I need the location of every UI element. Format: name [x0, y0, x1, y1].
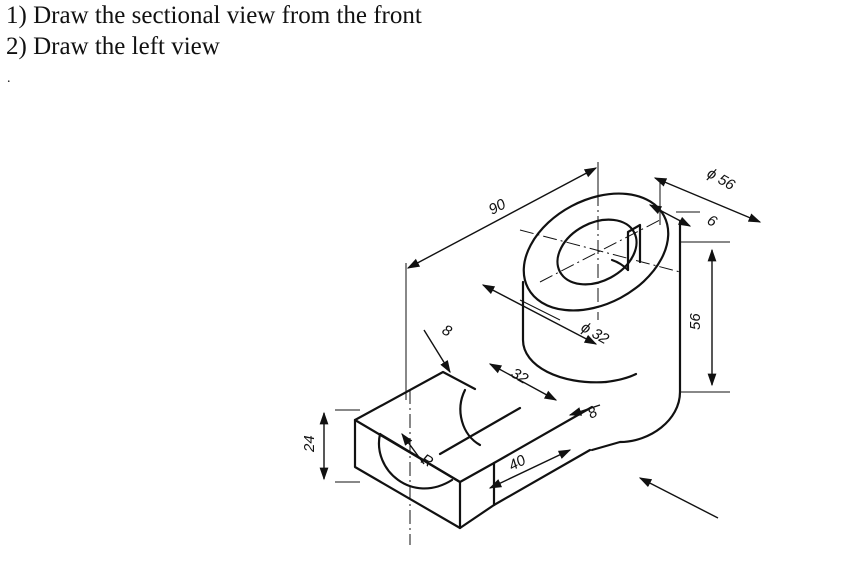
stray-mark: .: [7, 71, 11, 86]
dim-r-label: R: [418, 451, 436, 471]
groove-top-edge: [438, 406, 522, 456]
dim-8a-label: 8: [439, 322, 455, 341]
instruction-1: 1) Draw the sectional view from the fron…: [6, 2, 422, 29]
instruction-2: 2) Draw the left view: [6, 33, 220, 60]
dim-32-dia-line: [481, 284, 598, 345]
cylinder-bore: [556, 218, 638, 286]
cylinder-right-side: [590, 220, 682, 452]
dim-40-label: 40: [506, 451, 529, 474]
dim-6-label: 6: [704, 212, 720, 231]
dim-24-label: 24: [301, 435, 318, 453]
dim-56-dia-line: [653, 177, 762, 223]
dim-6-line: [648, 204, 692, 227]
part-outline: [353, 192, 682, 530]
view-direction-arrow: [638, 477, 719, 519]
base-right-rail: [458, 461, 496, 530]
dim-56-dia-label: ϕ 56: [704, 165, 738, 195]
base-left-face: [353, 418, 462, 530]
dim-90-label: 90: [486, 195, 509, 218]
dim-32-label: 32: [508, 365, 532, 388]
dimension-lines: [319, 167, 762, 519]
groove-front-arc: [377, 432, 454, 490]
dim-40-line: [488, 449, 572, 489]
dim-32-line: [488, 363, 558, 401]
cylinder-neck: [604, 372, 638, 384]
keyway-slot: [626, 223, 642, 272]
groove-back-arc: [459, 388, 482, 447]
dim-8b-line: [568, 404, 601, 416]
dim-90-line: [406, 167, 598, 269]
extension-lines: [335, 162, 730, 483]
base-top-left-rail: [353, 370, 477, 422]
dim-r-line: [401, 432, 425, 465]
instructions: 1) Draw the sectional view from the fron…: [6, 0, 422, 62]
dim-56-height-label: 56: [687, 313, 704, 330]
dim-8a-line: [423, 329, 451, 374]
keyway-inner: [610, 258, 630, 272]
